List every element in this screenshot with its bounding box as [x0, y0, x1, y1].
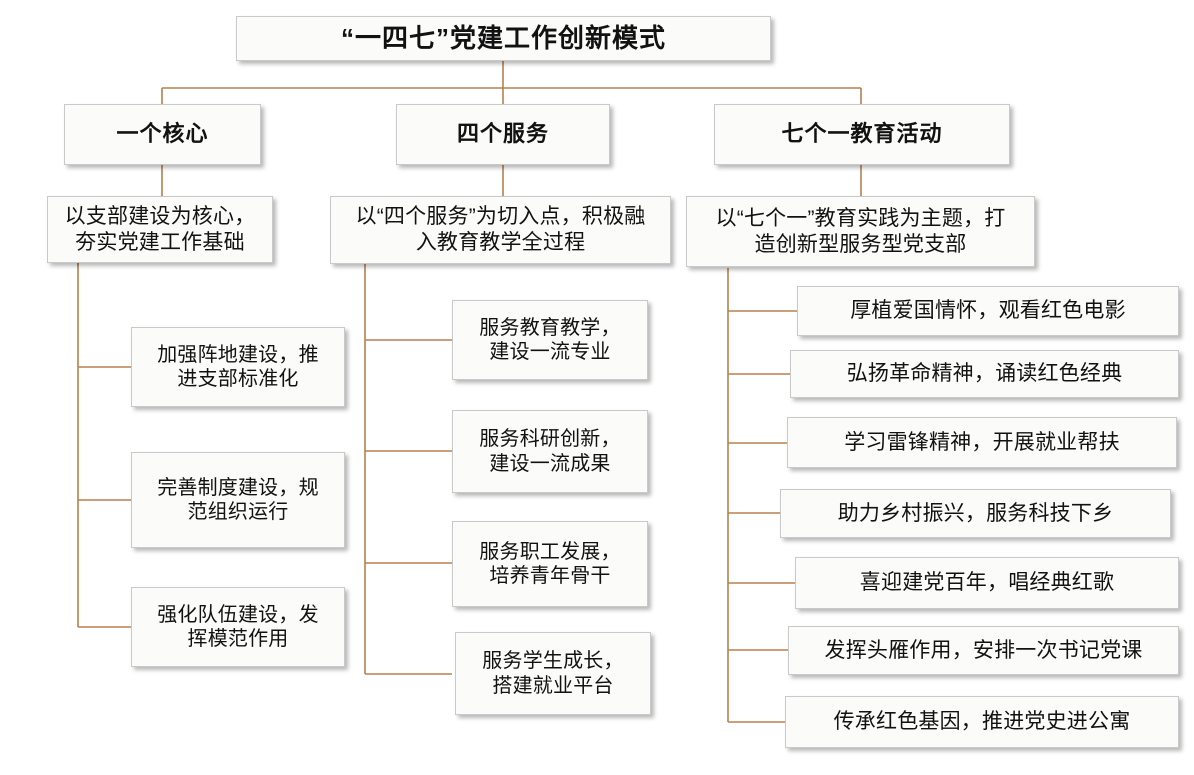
branch-1-item-2[interactable]: 完善制度建设，规 范组织运行: [131, 452, 345, 548]
branch-summary-3: 以“七个一”教育实践为主题，打 造创新型服务型党支部: [686, 196, 1035, 267]
branch-1-item-2-text: 完善制度建设，规 范组织运行: [157, 476, 319, 523]
branch-summary-2: 以“四个服务”为切入点，积极融 入教育教学全过程: [330, 196, 671, 264]
branch-header-1-label: 一个核心: [116, 121, 209, 147]
branch-header-2-label: 四个服务: [456, 121, 549, 147]
branch-2-item-1-text: 服务教育教学， 建设一流专业: [479, 316, 621, 363]
branch-3-item-5-text: 喜迎建党百年，唱经典红歌: [859, 571, 1115, 595]
branch-summary-3-text: 以“七个一”教育实践为主题，打 造创新型服务型党支部: [715, 206, 1006, 256]
branch-1-item-1[interactable]: 加强阵地建设，推 进支部标准化: [131, 327, 345, 407]
branch-summary-2-text: 以“四个服务”为切入点，积极融 入教育教学全过程: [355, 205, 646, 254]
branch-3-item-2-text: 弘扬革命精神，诵读红色经典: [846, 362, 1123, 386]
branch-3-item-5[interactable]: 喜迎建党百年，唱经典红歌: [795, 557, 1179, 609]
branch-2-item-3-text: 服务职工发展， 培养青年骨干: [479, 540, 621, 587]
branch-3-item-7-text: 传承红色基因，推进党史进公寓: [833, 710, 1131, 734]
branch-header-3-label: 七个一教育活动: [781, 121, 943, 147]
branch-header-2[interactable]: 四个服务: [396, 104, 610, 165]
chart-title-text: “一四七”党建工作创新模式: [340, 22, 666, 53]
branch-3-item-2[interactable]: 弘扬革命精神，诵读红色经典: [790, 350, 1179, 398]
branch-1-item-3[interactable]: 强化队伍建设，发 挥模范作用: [131, 587, 345, 667]
branch-3-item-6-text: 发挥头雁作用，安排一次书记党课: [824, 638, 1143, 662]
branch-3-item-6[interactable]: 发挥头雁作用，安排一次书记党课: [788, 626, 1179, 675]
chart-title-box: “一四七”党建工作创新模式: [236, 16, 771, 61]
branch-2-item-1[interactable]: 服务教育教学， 建设一流专业: [452, 300, 648, 380]
branch-1-item-3-text: 强化队伍建设，发 挥模范作用: [157, 603, 319, 650]
branch-3-item-4-text: 助力乡村振兴，服务科技下乡: [837, 501, 1114, 525]
branch-1-item-1-text: 加强阵地建设，推 进支部标准化: [157, 343, 319, 390]
branch-2-item-2[interactable]: 服务科研创新， 建设一流成果: [452, 410, 648, 493]
branch-3-item-1[interactable]: 厚植爱国情怀，观看红色电影: [797, 286, 1179, 336]
branch-3-item-3[interactable]: 学习雷锋精神，开展就业帮扶: [787, 417, 1177, 468]
branch-2-item-2-text: 服务科研创新， 建设一流成果: [479, 428, 621, 475]
branch-header-3[interactable]: 七个一教育活动: [714, 104, 1010, 165]
branch-2-item-4[interactable]: 服务学生成长， 搭建就业平台: [455, 632, 651, 715]
branch-3-item-4[interactable]: 助力乡村振兴，服务科技下乡: [780, 489, 1171, 538]
branch-summary-1: 以支部建设为核心， 夯实党建工作基础: [47, 196, 273, 263]
branch-2-item-3[interactable]: 服务职工发展， 培养青年骨干: [452, 521, 648, 607]
branch-2-item-4-text: 服务学生成长， 搭建就业平台: [482, 650, 624, 697]
branch-3-item-3-text: 学习雷锋精神，开展就业帮扶: [844, 430, 1120, 454]
branch-3-item-7[interactable]: 传承红色基因，推进党史进公寓: [785, 696, 1179, 748]
branch-summary-1-text: 以支部建设为核心， 夯实党建工作基础: [64, 204, 256, 254]
branch-3-item-1-text: 厚植爱国情怀，观看红色电影: [850, 299, 1126, 323]
branch-header-1[interactable]: 一个核心: [64, 104, 261, 165]
